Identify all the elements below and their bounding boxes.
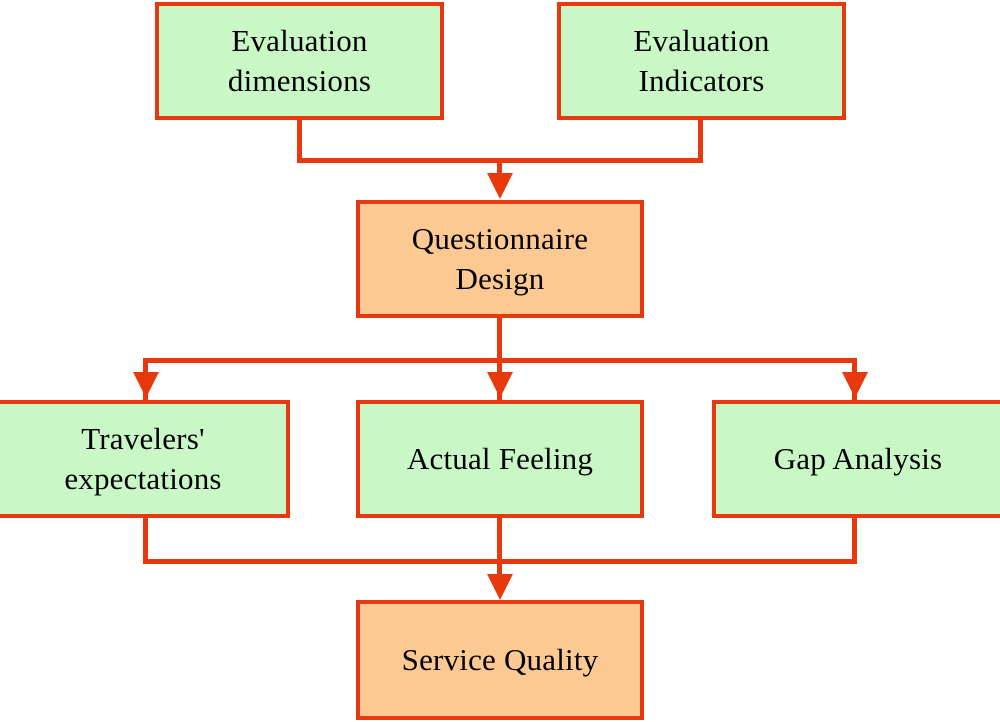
node-actual-feeling[interactable]: Actual Feeling [356,400,644,518]
node-questionnaire-design[interactable]: Questionnaire Design [356,200,644,318]
node-label: Questionnaire Design [411,221,589,296]
node-gap-analysis[interactable]: Gap Analysis [712,400,1000,518]
edge-evaluation-indicators-stub [698,118,703,162]
edge-gap-analysis-stub [852,514,857,564]
arrow-into-gap-analysis [842,372,868,398]
arrow-into-questionnaire-design [487,173,513,199]
node-label: Evaluation dimensions [227,23,372,98]
node-label: Service Quality [401,642,599,678]
node-travelers-expectations[interactable]: Travelers' expectations [0,400,290,518]
arrow-into-service-quality [487,574,513,600]
node-evaluation-indicators[interactable]: Evaluation Indicators [557,2,846,120]
edge-travelers-expectations-stub [143,514,148,564]
node-service-quality[interactable]: Service Quality [356,600,644,720]
edge-questionnaire-split-trunk [497,318,502,363]
edge-evaluation-dimensions-stub [297,118,302,162]
edge-actual-feeling-stub [497,514,502,564]
arrow-into-travelers-expectations [133,372,159,398]
node-label: Evaluation Indicators [633,23,770,98]
node-label: Gap Analysis [773,441,943,477]
node-label: Travelers' expectations [64,421,222,496]
arrow-into-actual-feeling [487,372,513,398]
node-label: Actual Feeling [406,441,594,477]
node-evaluation-dimensions[interactable]: Evaluation dimensions [155,2,444,120]
